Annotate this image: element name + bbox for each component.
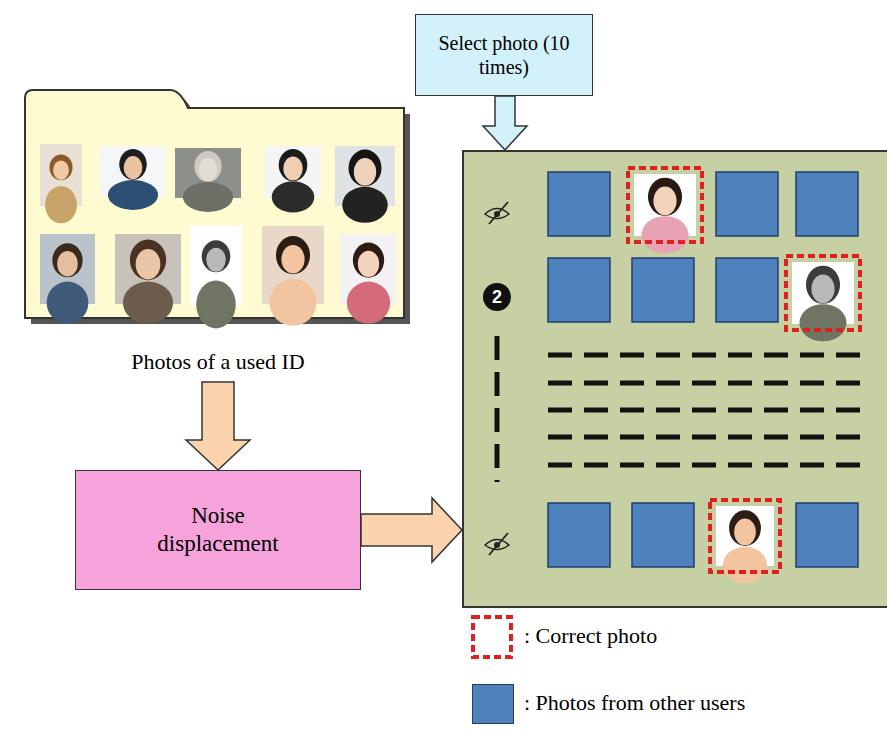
legend-dashed-frame (473, 617, 511, 657)
photo-body (123, 282, 173, 324)
photo-body (799, 304, 846, 341)
folder-photo (115, 234, 181, 324)
photo-hair (119, 149, 147, 180)
photo-body (342, 187, 388, 223)
folder-photo (40, 234, 95, 324)
photo-body (196, 280, 236, 328)
block-arrow (483, 96, 527, 150)
folder-illustration (22, 86, 414, 382)
photo-body (47, 282, 89, 324)
photo-face (206, 248, 225, 272)
hidden-eye-icon (485, 533, 509, 555)
photo-face (358, 251, 379, 277)
photo-hair (279, 149, 308, 181)
folder-photo (175, 148, 241, 212)
eye-slash (489, 533, 508, 555)
photo-hair (202, 240, 231, 272)
ellipsis-row (548, 353, 860, 358)
panel-illustration (462, 150, 887, 608)
photo-face (811, 275, 834, 304)
other-user-photo (632, 258, 694, 322)
legend-label: : Photos from other users (524, 690, 745, 716)
legend-swatch (472, 684, 514, 724)
photo-face (136, 249, 161, 279)
other-user-photo (796, 172, 858, 236)
photo-folder: Photos of a used ID (22, 86, 414, 382)
folder-photo (265, 146, 321, 213)
correct-frame (628, 168, 702, 242)
block-arrow (361, 498, 462, 562)
photo-hair (194, 151, 222, 182)
photo-body (108, 180, 158, 210)
ellipsis-row (548, 381, 860, 386)
photo-hair (49, 154, 72, 180)
folder-photo (262, 226, 324, 326)
photo-hair (130, 239, 166, 280)
other-user-photo (548, 503, 610, 567)
other-user-photo (632, 503, 694, 567)
folder-photo (335, 146, 395, 223)
photo-hair (349, 150, 382, 187)
ellipsis-row (548, 408, 860, 413)
folder-photo (340, 234, 397, 324)
photo-face (354, 158, 376, 186)
callout-number: 2 (482, 283, 512, 311)
folder-caption: Photos of a used ID (131, 349, 305, 376)
photo-hair (806, 266, 840, 304)
photo-body (641, 216, 688, 253)
photo-hair (729, 510, 761, 546)
photo-body (183, 182, 233, 212)
photo-hair (276, 236, 310, 274)
selection-panel: 2 (462, 150, 887, 608)
photo-face (53, 160, 69, 179)
correct-photo (792, 262, 854, 341)
photo-face (653, 187, 676, 216)
process-box: Noise displacement (75, 470, 361, 590)
other-user-photo (548, 172, 610, 236)
photo-body (347, 282, 390, 324)
photo-face (199, 158, 218, 181)
eye-slash (489, 202, 508, 224)
ellipsis-row (548, 435, 860, 440)
photo-face (283, 157, 302, 181)
photo-face (734, 519, 756, 546)
photo-face (124, 156, 143, 179)
other-user-photo (548, 258, 610, 322)
photo-body (269, 279, 316, 326)
ellipsis-column (495, 336, 500, 482)
box-label: Noise displacement (133, 502, 303, 558)
photo-face (281, 245, 304, 274)
photo-body (272, 181, 315, 212)
photo-body (723, 547, 767, 583)
correct-photo (634, 174, 696, 253)
folder-photo (40, 144, 82, 223)
step-box: Select photo (10 times) (415, 14, 593, 96)
photo-hair (353, 243, 384, 278)
other-user-photo (716, 172, 778, 236)
folder-photo (100, 146, 166, 210)
callout-disc (483, 283, 511, 311)
legend-label: : Correct photo (524, 623, 657, 649)
block-arrow (186, 382, 250, 470)
correct-frame (786, 256, 860, 330)
photo-hair (648, 178, 682, 216)
other-user-photo (796, 503, 858, 567)
photo-body (45, 186, 77, 223)
photo-face (57, 251, 78, 276)
box-label: Select photo (10 times) (424, 31, 584, 80)
photo-hair (52, 243, 82, 277)
folder-photo (190, 226, 242, 328)
other-user-photo (716, 258, 778, 322)
correct-frame (710, 500, 780, 572)
hidden-eye-icon (485, 202, 509, 224)
panel-ground (463, 151, 887, 607)
ellipsis-row (548, 463, 860, 468)
